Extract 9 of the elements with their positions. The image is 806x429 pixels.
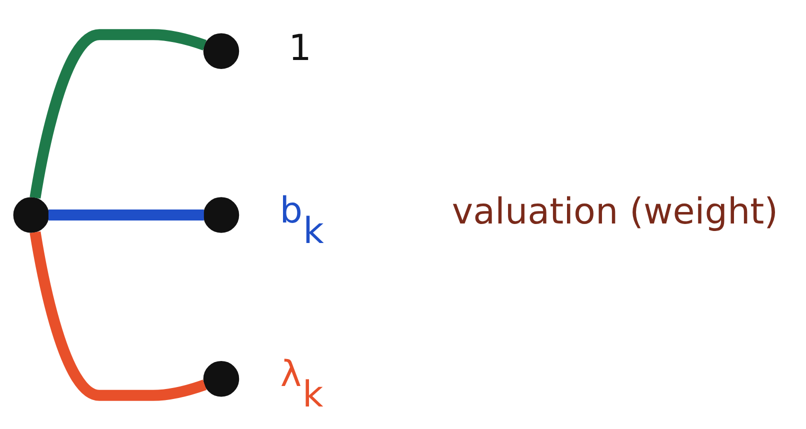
connector (30, 28, 207, 198)
node-circle (203, 196, 240, 232)
node-circle (203, 360, 240, 396)
node-label: 1 (288, 27, 312, 68)
node-circle (203, 32, 240, 69)
connector (30, 230, 207, 400)
node-circle (13, 196, 50, 232)
connector (48, 209, 204, 220)
label: valuation (weight) (452, 191, 778, 232)
